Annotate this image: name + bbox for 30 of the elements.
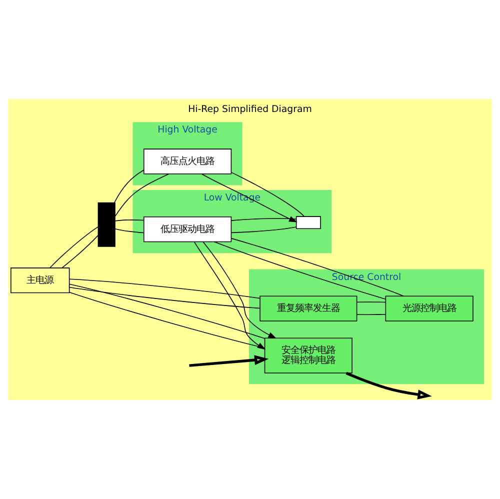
connector xyxy=(68,278,260,299)
connector xyxy=(114,220,144,222)
connector xyxy=(62,235,98,268)
arrow xyxy=(202,242,277,339)
node-box: 重复频率发生器 xyxy=(260,296,358,322)
node-box: 光源控制电路 xyxy=(385,296,474,322)
node-box: 低压驱动电路 xyxy=(143,216,232,242)
connector xyxy=(230,218,297,221)
diagram-title: Hi-Rep Simplified Diagram xyxy=(188,104,312,115)
arrow xyxy=(189,355,269,367)
node-transformer xyxy=(98,202,116,247)
connector xyxy=(114,228,144,234)
connector xyxy=(231,172,305,217)
connector xyxy=(68,292,266,348)
connector xyxy=(356,302,386,303)
arrow xyxy=(194,242,266,350)
connector xyxy=(114,170,144,203)
node-lamp xyxy=(296,216,321,230)
connector xyxy=(214,241,386,300)
connector xyxy=(356,314,386,315)
connector xyxy=(114,174,170,217)
arrow xyxy=(201,174,298,222)
node-box: 高压点火电路 xyxy=(143,148,232,174)
connector xyxy=(68,286,260,309)
node-box: 安全保护电路 逻辑控制电路 xyxy=(264,338,352,374)
connector xyxy=(49,226,99,268)
connector xyxy=(230,238,404,296)
connector xyxy=(230,226,297,234)
connector xyxy=(68,284,266,339)
node-box: 主电源 xyxy=(10,268,70,294)
